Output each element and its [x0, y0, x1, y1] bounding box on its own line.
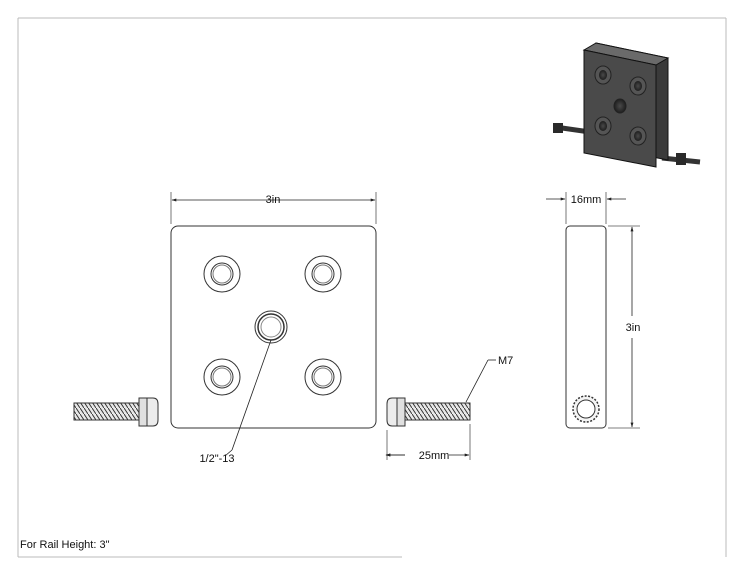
- dimension-screw-length: 25mm: [385, 424, 471, 462]
- counterbore-hole: [203, 358, 241, 396]
- side-view-plate: [565, 225, 607, 429]
- counterbore-hole: [304, 255, 342, 293]
- screw-thread-label: M7: [498, 355, 513, 367]
- side-thickness-label: 16mm: [571, 194, 602, 206]
- rail-height-note: For Rail Height: 3": [20, 539, 110, 551]
- tap-size-label: 1/2"-13: [199, 453, 234, 465]
- counterbore-hole: [203, 255, 241, 293]
- front-view-plate: [170, 225, 377, 429]
- threaded-hole-end: [572, 395, 600, 423]
- isometric-view: [553, 42, 701, 168]
- counterbore-hole: [304, 358, 342, 396]
- screw-length-label: 25mm: [419, 450, 450, 462]
- sheet-border: [17, 17, 727, 558]
- dimension-side-height: 3in: [608, 225, 641, 429]
- dimension-thread-leader: M7: [465, 355, 513, 403]
- side-height-label: 3in: [626, 322, 641, 334]
- dimension-tap-leader: 1/2"-13: [199, 339, 272, 465]
- dimension-side-thickness: 16mm: [546, 192, 626, 224]
- plate-width-label: 3in: [266, 194, 281, 206]
- screw-right: [386, 397, 471, 427]
- dimension-plate-width: 3in: [170, 192, 377, 224]
- screw-left: [73, 397, 159, 427]
